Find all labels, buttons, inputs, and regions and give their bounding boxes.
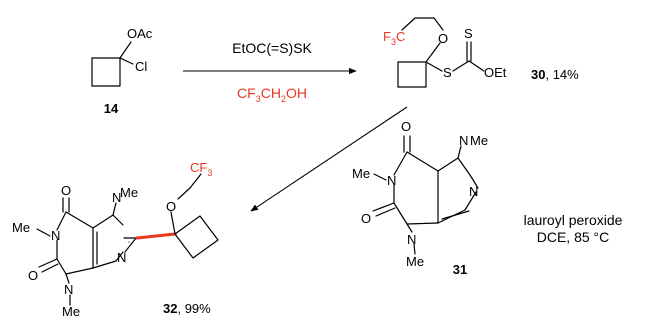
compound-32-caption: 32, 99% <box>163 301 211 316</box>
methyl-top-label: Me <box>120 185 138 200</box>
chloro-label: Cl <box>135 59 147 74</box>
new-carbon-carbon-bond <box>135 232 177 240</box>
compound-32: O O N N N N Me Me Me O CF3 32, 99% <box>12 160 219 319</box>
methyl-left-label: Me <box>12 220 30 235</box>
acetoxy-label: OAc <box>127 26 153 41</box>
trifluoromethyl-label: CF3 <box>190 160 212 178</box>
thione-sulfur-label: S <box>464 26 473 41</box>
conditions-step-2: lauroyl peroxide DCE, 85 °C <box>524 212 623 245</box>
nitrogen-7: N <box>459 133 468 148</box>
xanthate-reagent: EtOC(=S)SK <box>232 40 312 56</box>
nitrogen-3: N <box>407 232 416 247</box>
compound-31-number: 31 <box>453 262 467 277</box>
reaction-arrow-2 <box>250 106 408 212</box>
ether-oxygen-label: O <box>166 199 176 214</box>
reaction-arrow-1: EtOC(=S)SK CF3CH2OH <box>183 40 357 104</box>
nitrogen-3: N <box>64 282 73 297</box>
ethoxy-label: OEt <box>484 65 507 80</box>
methyl-left-label: Me <box>352 166 370 181</box>
compound-30-caption: 30, 14% <box>531 67 579 82</box>
carbonyl-oxygen-left: O <box>28 268 38 283</box>
trifluoroethanol-reagent: CF3CH2OH <box>237 85 307 104</box>
methyl-bottom-label: Me <box>406 254 424 269</box>
compound-14-number: 14 <box>104 101 119 116</box>
methyl-bottom-label: Me <box>62 304 80 319</box>
solvent-temperature-label: DCE, 85 °C <box>537 229 610 245</box>
nitrogen-1: N <box>51 228 60 243</box>
nitrogen-9: N <box>469 184 478 199</box>
carbonyl-oxygen-top: O <box>61 183 71 198</box>
compound-30: F3C O S S OEt 30, 14% <box>383 17 579 88</box>
carbonyl-oxygen-left: O <box>361 211 371 226</box>
nitrogen-9: N <box>117 250 126 265</box>
compound-14: OAc Cl 14 <box>91 26 153 116</box>
carbonyl-oxygen-top: O <box>401 119 411 134</box>
nitrogen-1: N <box>387 173 396 188</box>
compound-31: O O N N N N Me Me Me 31 <box>352 119 488 277</box>
ether-oxygen-label: O <box>438 31 448 46</box>
lauroyl-peroxide-label: lauroyl peroxide <box>524 212 623 228</box>
nitrogen-7: N <box>112 190 121 205</box>
thioether-sulfur-label: S <box>443 65 452 80</box>
trifluoromethyl-label: F3C <box>383 29 405 47</box>
methyl-top-label: Me <box>470 133 488 148</box>
